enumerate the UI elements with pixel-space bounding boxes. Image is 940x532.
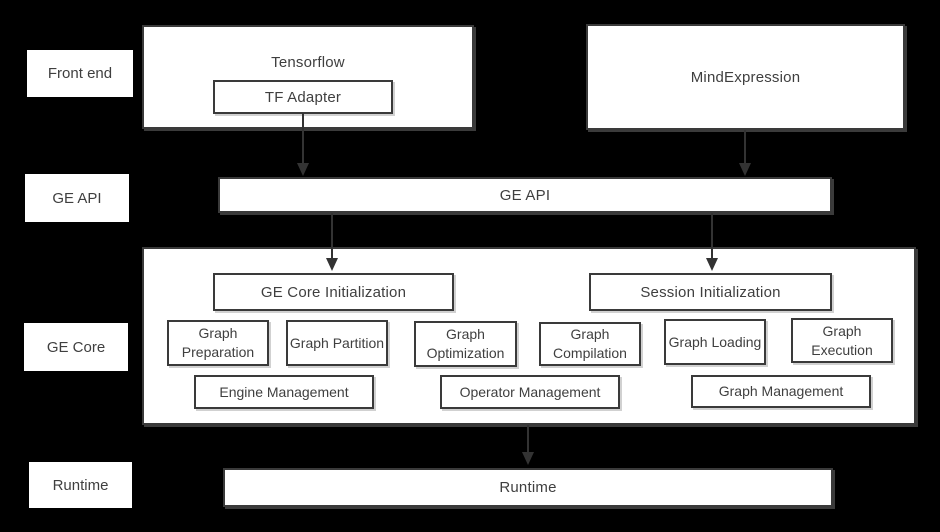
engine-management-box: Engine Management bbox=[194, 375, 374, 409]
tensorflow-box: Tensorflow TF Adapter bbox=[142, 25, 474, 129]
graph-preparation-box: Graph Preparation bbox=[167, 320, 269, 366]
graph-optimization-box: Graph Optimization bbox=[414, 321, 517, 367]
operator-management-box: Operator Management bbox=[440, 375, 620, 409]
ge-core-initialization-box: GE Core Initialization bbox=[213, 273, 454, 311]
session-initialization-box: Session Initialization bbox=[589, 273, 832, 311]
ge-core-box: GE Core Initialization Session Initializ… bbox=[142, 247, 916, 425]
arrowhead-ge-core-to-runtime bbox=[522, 452, 534, 465]
layer-label-ge-core: GE Core bbox=[24, 323, 128, 371]
graph-execution-box: Graph Execution bbox=[791, 318, 893, 363]
tf-adapter-box: TF Adapter bbox=[213, 80, 393, 114]
layer-label-front-end: Front end bbox=[27, 50, 133, 97]
tensorflow-label: Tensorflow bbox=[271, 54, 345, 71]
graph-loading-box: Graph Loading bbox=[664, 319, 766, 365]
mind-expression-box: MindExpression bbox=[586, 24, 905, 130]
graph-compilation-box: Graph Compilation bbox=[539, 322, 641, 366]
graph-management-box: Graph Management bbox=[691, 375, 871, 408]
layer-label-ge-api: GE API bbox=[25, 174, 129, 222]
ge-api-bar: GE API bbox=[218, 177, 832, 213]
graph-partition-box: Graph Partition bbox=[286, 320, 388, 366]
layer-label-runtime: Runtime bbox=[29, 462, 132, 508]
arrowhead-mind-expression-to-ge-api bbox=[739, 163, 751, 176]
arrowhead-tf-adapter-to-ge-api bbox=[297, 163, 309, 176]
runtime-bar: Runtime bbox=[223, 468, 833, 507]
